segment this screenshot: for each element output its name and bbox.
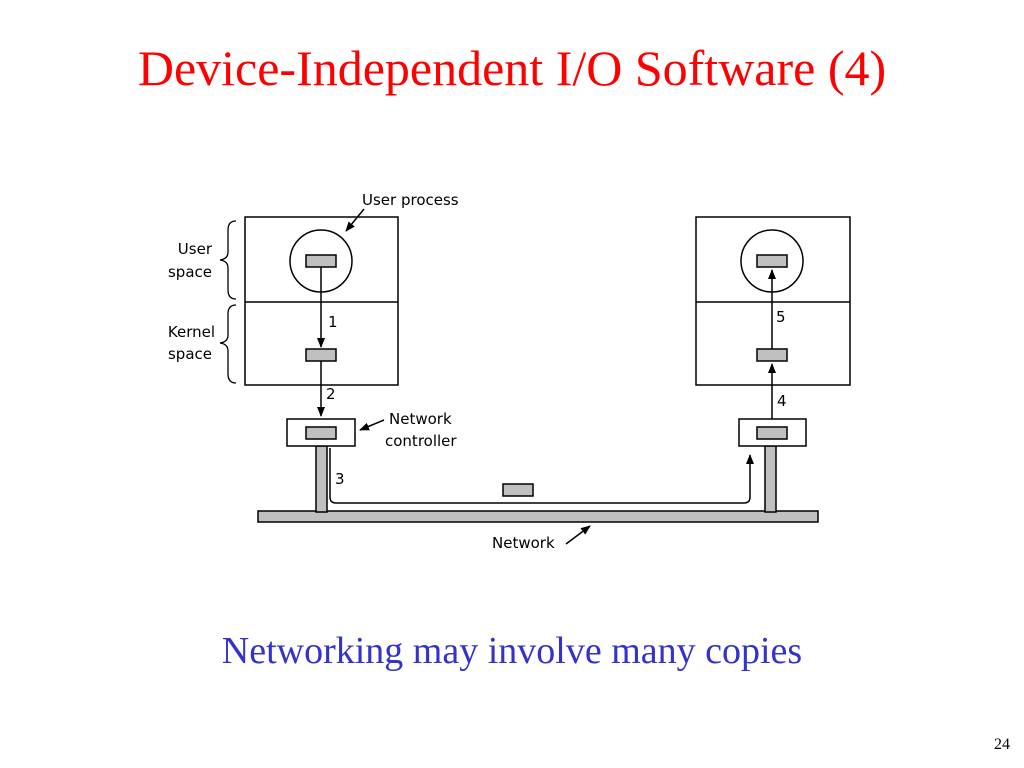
user-process-label: User process bbox=[362, 191, 459, 209]
network-label: Network bbox=[492, 534, 555, 552]
right-controller-buffer bbox=[756, 426, 788, 440]
step-label-5: 5 bbox=[776, 308, 786, 326]
right-user-buffer bbox=[756, 254, 788, 268]
left-kernel-buffer bbox=[305, 348, 337, 362]
right-drop-cable bbox=[764, 445, 777, 513]
right-kernel-buffer bbox=[756, 348, 788, 362]
network-pointer bbox=[565, 525, 591, 545]
copy-arrow-3 bbox=[329, 448, 754, 504]
step-label-2: 2 bbox=[326, 385, 336, 403]
kernel-space-brace bbox=[219, 304, 237, 384]
slide-caption: Networking may involve many copies bbox=[221, 630, 803, 672]
network-cable bbox=[257, 510, 819, 523]
network-controller-label-line1: Network bbox=[389, 410, 452, 428]
user-space-brace bbox=[219, 220, 237, 300]
packet-in-transit bbox=[502, 483, 534, 497]
step-label-1: 1 bbox=[328, 313, 338, 331]
network-controller-pointer bbox=[359, 419, 385, 431]
user-space-label-line2: space bbox=[168, 263, 212, 281]
left-drop-cable bbox=[315, 445, 328, 513]
kernel-space-label-line1: Kernel bbox=[168, 323, 215, 341]
step-label-3: 3 bbox=[335, 470, 345, 488]
left-user-buffer bbox=[305, 254, 337, 268]
user-process-pointer bbox=[345, 208, 365, 232]
step-label-4: 4 bbox=[777, 392, 787, 410]
slide-title: Device-Independent I/O Software (4) bbox=[137, 40, 887, 96]
left-controller-buffer bbox=[305, 426, 337, 440]
network-controller-label-line2: controller bbox=[385, 432, 457, 450]
kernel-space-label-line2: space bbox=[168, 345, 212, 363]
page-number: 24 bbox=[994, 736, 1010, 753]
user-space-label-line1: User bbox=[178, 240, 213, 258]
